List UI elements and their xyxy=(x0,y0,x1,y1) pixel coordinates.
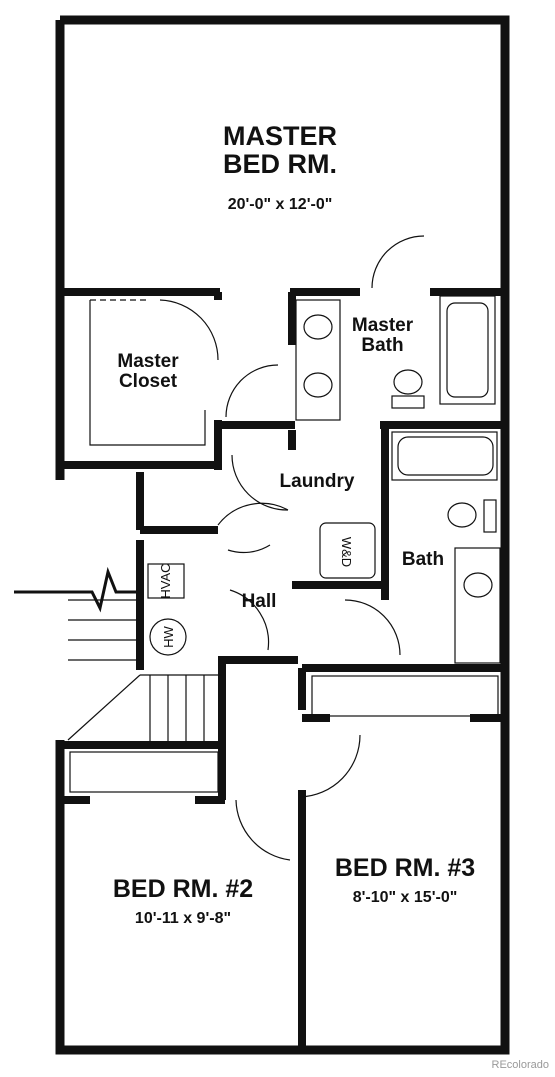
bedroom-2-dims: 10'-11 x 9'-8" xyxy=(134,910,232,927)
hvac-label: HVAC xyxy=(158,563,173,598)
exterior-walls xyxy=(55,15,510,1055)
fixture-labels: W&D HVAC HW xyxy=(158,537,354,648)
master-closet-line2: Closet xyxy=(118,370,178,392)
bath-label: Bath xyxy=(401,549,445,570)
master-closet-line1: Master xyxy=(117,351,179,372)
master-bedroom-name-line1: MASTER xyxy=(223,121,337,151)
interior-walls xyxy=(60,288,505,1050)
master-bedroom-name: MASTER BED RM. xyxy=(180,122,380,179)
master-bedroom-name-line2: BED RM. xyxy=(223,149,337,180)
thin-details xyxy=(14,235,501,861)
master-bath-line2: Bath xyxy=(361,334,404,356)
laundry-label: Laundry xyxy=(279,471,355,492)
hall-label: Hall xyxy=(241,591,277,612)
water-heater-label: HW xyxy=(161,625,176,647)
washer-dryer-label: W&D xyxy=(339,537,354,567)
watermark: REcolorado xyxy=(491,1059,549,1071)
bedroom-2-name: BED RM. #2 xyxy=(112,875,254,903)
master-bedroom-dims: 20'-0" x 12'-0" xyxy=(227,196,333,213)
bedroom-3-dims: 8'-10" x 15'-0" xyxy=(352,889,458,906)
master-bath-line1: Master xyxy=(351,315,414,336)
bedroom-3-name: BED RM. #3 xyxy=(334,854,476,882)
master-bath-label: Master Bath xyxy=(335,316,430,356)
master-closet-label: Master Closet xyxy=(98,352,198,392)
